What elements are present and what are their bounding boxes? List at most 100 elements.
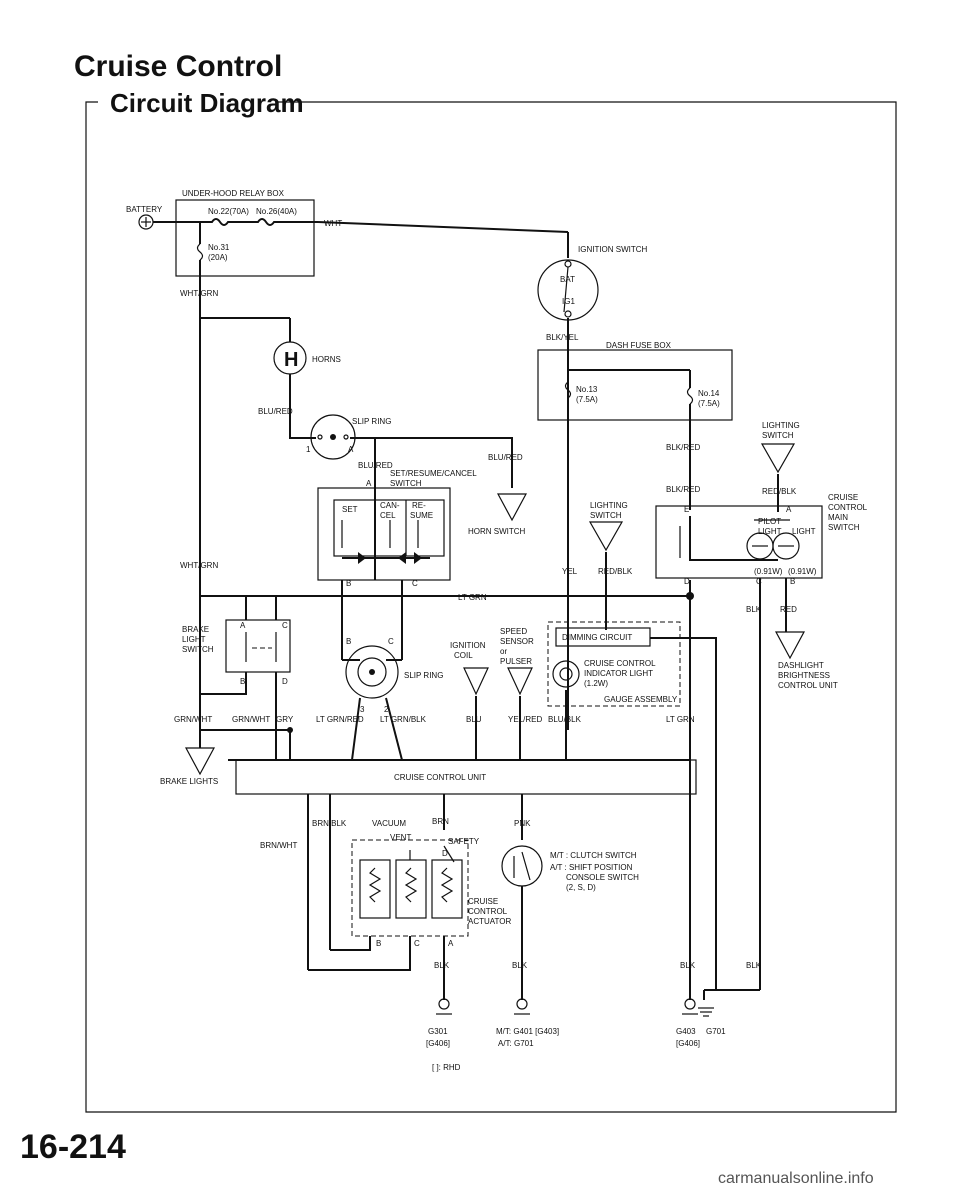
label-sr-a: A (348, 445, 354, 454)
label-blk-1: BLK (746, 605, 762, 614)
label-g701: G701 (706, 1027, 726, 1036)
label-main-a: A (786, 505, 792, 514)
label-fuse31-amp: (20A) (208, 253, 228, 262)
label-horn-h: H (284, 349, 298, 371)
label-set-c: C (412, 579, 418, 588)
label-mt-sw: M/T : CLUTCH SWITCH (550, 851, 637, 860)
brake-light-switch (225, 619, 291, 673)
label-light: LIGHT (792, 527, 816, 536)
watermark: carmanualsonline.info (718, 1170, 874, 1187)
label-at-sw-1: A/T : SHIFT POSITION (550, 863, 633, 872)
label-pilot-1: PILOT (758, 517, 781, 526)
label-brk-c: C (282, 621, 288, 630)
label-pnk: PNK (514, 819, 531, 828)
label-act-a: A (448, 939, 454, 948)
label-w091-1: (0.91W) (754, 567, 783, 576)
label-dimming: DIMMING CIRCUIT (562, 633, 632, 642)
horn-switch (496, 493, 528, 522)
label-set-b: B (346, 579, 351, 588)
label-brk-d: D (282, 677, 288, 686)
label-brake-sw-2: LIGHT (182, 635, 206, 644)
label-yel: YEL (562, 567, 578, 576)
label-brn: BRN (432, 817, 449, 826)
label-brk-b: B (240, 677, 245, 686)
speed-sensor (507, 667, 533, 696)
cruise-main-switch (655, 505, 823, 579)
label-ccu: CRUISE CONTROL UNIT (394, 773, 486, 782)
label-fuse31: No.31 (208, 243, 230, 252)
label-at-sw-2: CONSOLE SWITCH (566, 873, 639, 882)
label-blu-red-2: BLU/RED (488, 453, 523, 462)
ground-symbols (436, 760, 714, 1017)
section-title: Circuit Diagram (104, 88, 310, 119)
label-at-sw-3: (2, S, D) (566, 883, 596, 892)
label-dash-bright-3: CONTROL UNIT (778, 681, 838, 690)
label-sr2-3: 3 (360, 705, 365, 714)
label-speed-2: SENSOR (500, 637, 534, 646)
label-vacuum: VACUUM (372, 819, 406, 828)
label-g301-1: G301 (428, 1027, 448, 1036)
label-cci-3: (1.2W) (584, 679, 608, 688)
label-fuse14: No.14 (698, 389, 720, 398)
dash-fuse-box (537, 349, 733, 421)
label-w091-2: (0.91W) (788, 567, 817, 576)
label-speed-1: SPEED (500, 627, 527, 636)
label-ig1: IG1 (562, 297, 575, 306)
dashlight-brightness-unit (774, 631, 806, 660)
label-lt-sw2-2: SWITCH (762, 431, 794, 440)
label-blk-red-1: BLK/RED (666, 443, 700, 452)
label-cruise-main-2: CONTROL (828, 503, 868, 512)
label-lt-sw2-1: LIGHTING (762, 421, 800, 430)
label-pilot-2: LIGHT (758, 527, 782, 536)
label-safety: SAFETY (448, 837, 480, 846)
label-main-b: B (790, 577, 795, 586)
label-blk-g4: BLK (746, 961, 762, 970)
label-lt-sw1-1: LIGHTING (590, 501, 628, 510)
label-lt-grn-2: LT GRN (666, 715, 695, 724)
cruise-control-actuator (351, 839, 469, 937)
label-brk-a: A (240, 621, 246, 630)
label-brake-lights: BRAKE LIGHTS (160, 777, 218, 786)
label-sr2-c: C (388, 637, 394, 646)
label-cruise-main-1: CRUISE (828, 493, 858, 502)
label-ign-switch: IGNITION SWITCH (578, 245, 648, 254)
label-re-2: SUME (410, 511, 433, 520)
label-re-1: RE- (412, 501, 426, 510)
label-lt-sw1-2: SWITCH (590, 511, 622, 520)
label-brn-wht: BRN/WHT (260, 841, 297, 850)
label-horns: HORNS (312, 355, 341, 364)
label-red-blk-2: RED/BLK (762, 487, 797, 496)
label-actuator-1: CRUISE (468, 897, 498, 906)
ignition-coil (463, 667, 489, 696)
label-grn-wht-1: GRN/WHT (174, 715, 212, 724)
label-g401-1: M/T: G401 [G403] (496, 1027, 559, 1036)
label-actuator-3: ACTUATOR (468, 917, 511, 926)
label-sr2-b: B (346, 637, 351, 646)
label-dash-bright-2: BRIGHTNESS (778, 671, 830, 680)
label-red: RED (780, 605, 797, 614)
label-cci-1: CRUISE CONTROL (584, 659, 656, 668)
label-fuse26: No.26(40A) (256, 207, 297, 216)
label-actuator-2: CONTROL (468, 907, 508, 916)
label-cruise-main-4: SWITCH (828, 523, 860, 532)
label-act-c: C (414, 939, 420, 948)
underhood-relay-box (138, 199, 318, 277)
label-slip-ring-1: SLIP RING (352, 417, 391, 426)
label-blu-blk: BLU/BLK (548, 715, 582, 724)
page-number: 16-214 (20, 1128, 126, 1166)
label-sr2-2: 2 (384, 705, 389, 714)
label-ign-coil-1: IGNITION (450, 641, 486, 650)
cruise-control-unit (235, 759, 697, 795)
label-wht-grn-1: WHT/GRN (180, 289, 218, 298)
label-lt-grn-red: LT GRN/RED (316, 715, 364, 724)
label-dash-fuse: DASH FUSE BOX (606, 341, 672, 350)
label-yel-red: YEL/RED (508, 715, 542, 724)
label-gauge: GAUGE ASSEMBLY (604, 695, 678, 704)
label-blk-g2: BLK (512, 961, 528, 970)
label-blu: BLU (466, 715, 482, 724)
label-main-e: E (684, 505, 689, 514)
slip-ring-lower (345, 645, 399, 699)
label-lt-grn-1: LT GRN (458, 593, 487, 602)
label-cci-2: INDICATOR LIGHT (584, 669, 653, 678)
